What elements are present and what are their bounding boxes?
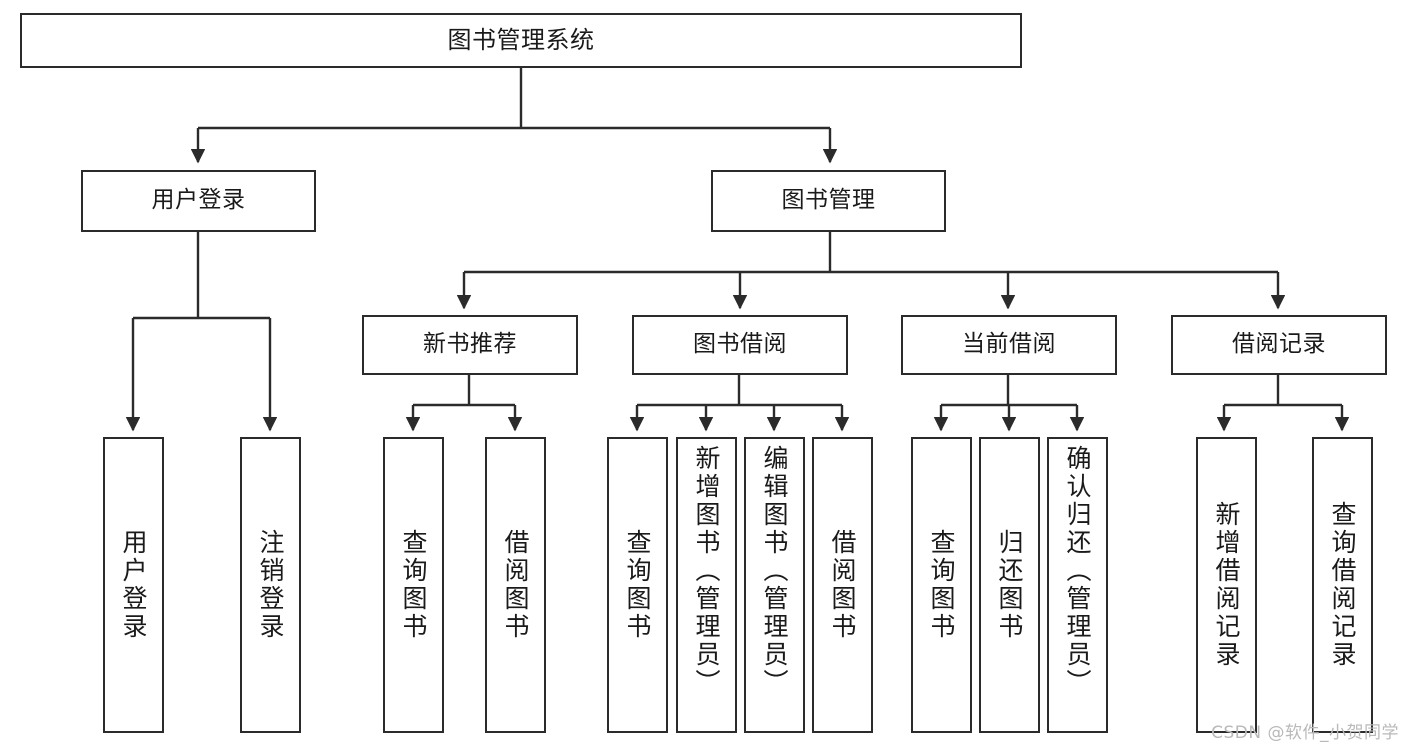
node-label: 用户登录 [151, 187, 246, 214]
node-label: 查询借阅记录 [1328, 501, 1357, 669]
node-borrow-record[interactable]: 借阅记录 [1171, 315, 1387, 375]
leaf-query-book-borrow[interactable]: 查询图书 [607, 437, 668, 733]
node-current-borrow[interactable]: 当前借阅 [901, 315, 1117, 375]
leaf-confirm-return-admin[interactable]: 确认归还（管理员） [1047, 437, 1108, 733]
node-user-login[interactable]: 用户登录 [81, 170, 316, 232]
node-label: 借阅记录 [1232, 331, 1326, 358]
csdn-watermark: CSDN @软件_小贺同学 [1211, 723, 1399, 743]
node-label: 归还图书 [995, 529, 1024, 641]
leaf-return-book[interactable]: 归还图书 [979, 437, 1040, 733]
node-label: 图书借阅 [693, 331, 787, 358]
node-new-book-recommend[interactable]: 新书推荐 [362, 315, 578, 375]
node-label: 新书推荐 [423, 331, 517, 358]
leaf-borrow-book-recommend[interactable]: 借阅图书 [485, 437, 546, 733]
node-label: 编辑图书（管理员） [760, 445, 789, 697]
node-root-system[interactable]: 图书管理系统 [20, 13, 1022, 68]
node-label: 注销登录 [256, 529, 285, 641]
node-label: 图书管理系统 [447, 26, 595, 55]
node-label: 查询图书 [623, 529, 652, 641]
node-label: 用户登录 [119, 529, 148, 641]
leaf-query-book-current[interactable]: 查询图书 [911, 437, 972, 733]
node-book-management[interactable]: 图书管理 [711, 170, 946, 232]
leaf-add-book-admin[interactable]: 新增图书（管理员） [676, 437, 737, 733]
node-label: 借阅图书 [501, 529, 530, 641]
leaf-user-login[interactable]: 用户登录 [103, 437, 164, 733]
node-label: 当前借阅 [962, 331, 1056, 358]
node-label: 新增图书（管理员） [692, 445, 721, 697]
leaf-query-borrow-record[interactable]: 查询借阅记录 [1312, 437, 1373, 733]
leaf-query-book-recommend[interactable]: 查询图书 [383, 437, 444, 733]
node-label: 查询图书 [927, 529, 956, 641]
leaf-logout[interactable]: 注销登录 [240, 437, 301, 733]
node-label: 查询图书 [399, 529, 428, 641]
node-label: 新增借阅记录 [1212, 501, 1241, 669]
leaf-edit-book-admin[interactable]: 编辑图书（管理员） [744, 437, 805, 733]
node-label: 借阅图书 [828, 529, 857, 641]
leaf-add-borrow-record[interactable]: 新增借阅记录 [1196, 437, 1257, 733]
node-label: 图书管理 [781, 187, 876, 214]
leaf-borrow-book[interactable]: 借阅图书 [812, 437, 873, 733]
node-label: 确认归还（管理员） [1063, 445, 1092, 697]
node-book-borrow[interactable]: 图书借阅 [632, 315, 848, 375]
